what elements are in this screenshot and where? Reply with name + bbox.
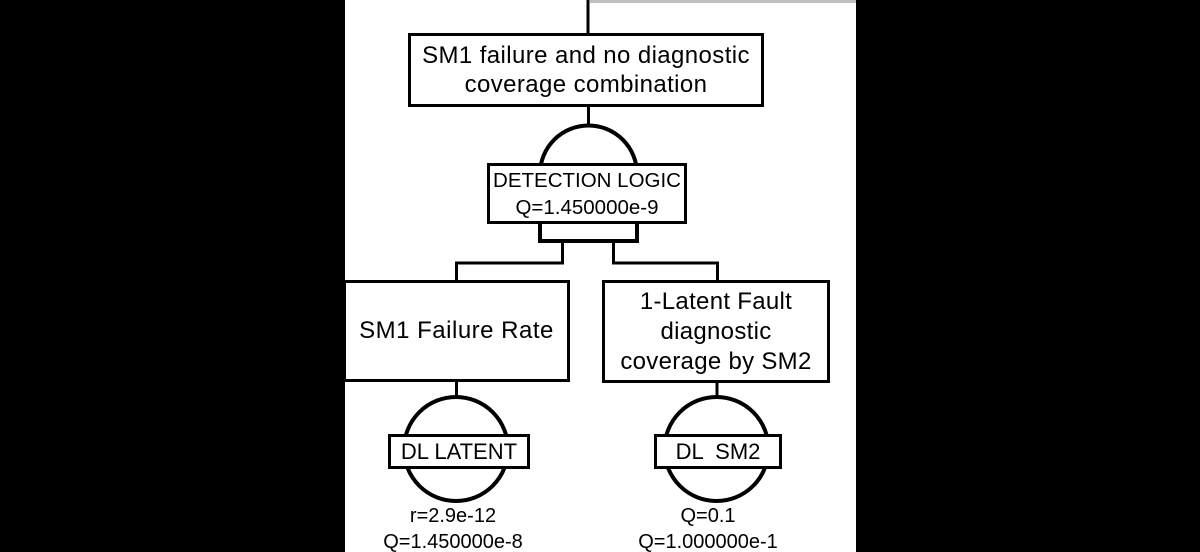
annotation-dl-sm2: Q=0.1 Q=1.000000e-1: [638, 505, 778, 552]
event-box-sm1-failure-rate: SM1 Failure Rate: [343, 280, 570, 382]
basic-event-label-dl-sm2: DL SM2: [654, 434, 782, 469]
top-event-box: SM1 failure and no diagnostic coverage c…: [408, 33, 764, 107]
gate-label-box: DETECTION LOGIC Q=1.450000e-9: [487, 163, 687, 224]
annotation-dl-latent: r=2.9e-12 Q=1.450000e-8: [383, 505, 523, 552]
page-edge-line: [590, 0, 856, 3]
basic-event-label-dl-latent: DL LATENT: [388, 434, 530, 469]
event-box-latent-fault-coverage: 1-Latent Fault diagnostic coverage by SM…: [602, 280, 830, 383]
